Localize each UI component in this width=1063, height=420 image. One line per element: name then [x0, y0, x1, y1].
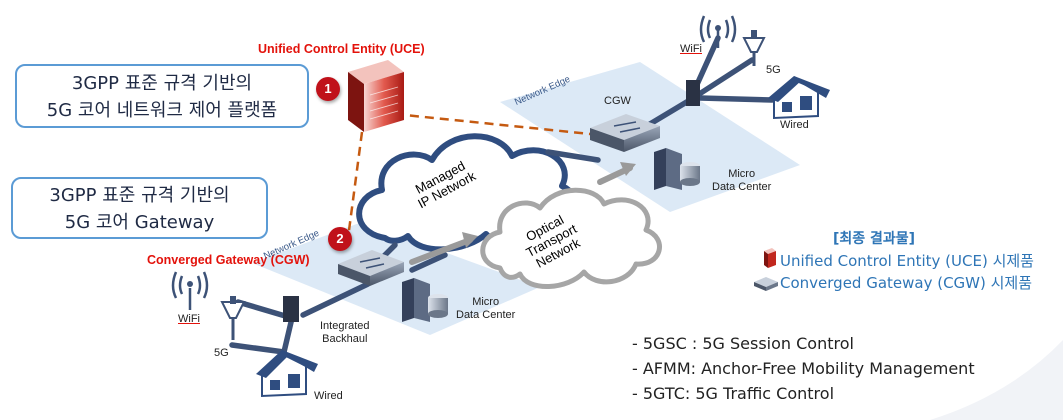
right-cgw-switch-icon	[590, 114, 660, 152]
right-aggregation-box-icon	[686, 80, 700, 106]
right-5g-antenna-icon	[742, 30, 766, 66]
optical-transport-network-cloud	[480, 187, 662, 289]
left-aggregation-box-icon	[283, 296, 299, 322]
integrated-backhaul-label: Integrated Backhaul	[320, 320, 370, 346]
right-micro-line1: Micro	[728, 168, 756, 180]
left-micro-line2: Data Center	[456, 309, 516, 321]
badge-two: 2	[328, 227, 352, 251]
right-wired-label: Wired	[780, 119, 809, 131]
right-wifi-antenna-icon	[699, 15, 737, 48]
legend-uce-icon	[764, 248, 776, 268]
legend-cgw-icon	[754, 277, 778, 291]
left-cgw-switch-icon	[338, 250, 404, 286]
right-micro-dc-icon	[654, 148, 700, 190]
left-micro-dc-label: Micro Data Center	[456, 296, 515, 322]
result-item-uce: Unified Control Entity (UCE) 시제품	[780, 252, 1034, 270]
right-cgw-label: CGW	[604, 95, 631, 107]
uce-server-icon	[348, 60, 404, 132]
results-title: [최종 결과물]	[833, 231, 916, 247]
uce-callout-line1: 3GPP 표준 규격 기반의	[71, 73, 253, 94]
uce-callout-line2: 5G 코어 네트워크 제어 플랫폼	[46, 100, 278, 121]
cgw-callout: 3GPP 표준 규격 기반의 5G 코어 Gateway	[11, 177, 268, 239]
left-wifi-antenna-icon	[171, 271, 209, 310]
badge-one: 1	[316, 77, 340, 101]
left-house-icon	[256, 350, 318, 398]
abbreviation-5gsc: - 5GSC : 5G Session Control	[632, 334, 854, 353]
left-wifi-dot	[187, 281, 193, 287]
uce-callout: 3GPP 표준 규격 기반의 5G 코어 네트워크 제어 플랫폼	[15, 64, 309, 128]
abbreviation-afmm: - AFMM: Anchor-Free Mobility Management	[632, 359, 975, 378]
right-micro-line2: Data Center	[712, 181, 772, 193]
left-edge-platform	[252, 222, 540, 335]
arrow-head-right	[620, 162, 636, 176]
backhaul-line2: Backhaul	[322, 333, 368, 345]
left-wired-label: Wired	[314, 390, 343, 402]
backhaul-line1: Integrated	[320, 320, 370, 332]
decorative-swoosh	[930, 340, 1063, 420]
control-links	[346, 112, 601, 239]
right-micro-dc-label: Micro Data Center	[712, 168, 771, 194]
cgw-callout-line2: 5G 코어 Gateway	[64, 212, 215, 233]
left-5g-antenna-icon	[220, 296, 246, 340]
left-wifi-label: WiFi	[178, 313, 200, 325]
cgw-callout-line1: 3GPP 표준 규격 기반의	[49, 185, 230, 206]
cgw-title: Converged Gateway (CGW)	[147, 253, 310, 267]
right-house-icon	[768, 76, 830, 120]
left-micro-dc-icon	[402, 278, 448, 322]
uce-title: Unified Control Entity (UCE)	[258, 42, 425, 56]
abbreviation-5gtc: - 5GTC: 5G Traffic Control	[632, 384, 835, 403]
result-item-cgw: Converged Gateway (CGW) 시제품	[780, 274, 1033, 292]
left-micro-line1: Micro	[472, 296, 500, 308]
right-wifi-label: WiFi	[680, 43, 702, 55]
right-wifi-dot	[715, 25, 721, 31]
right-5g-label: 5G	[766, 64, 781, 76]
left-5g-label: 5G	[214, 347, 229, 359]
arrow-head-left	[462, 232, 478, 248]
